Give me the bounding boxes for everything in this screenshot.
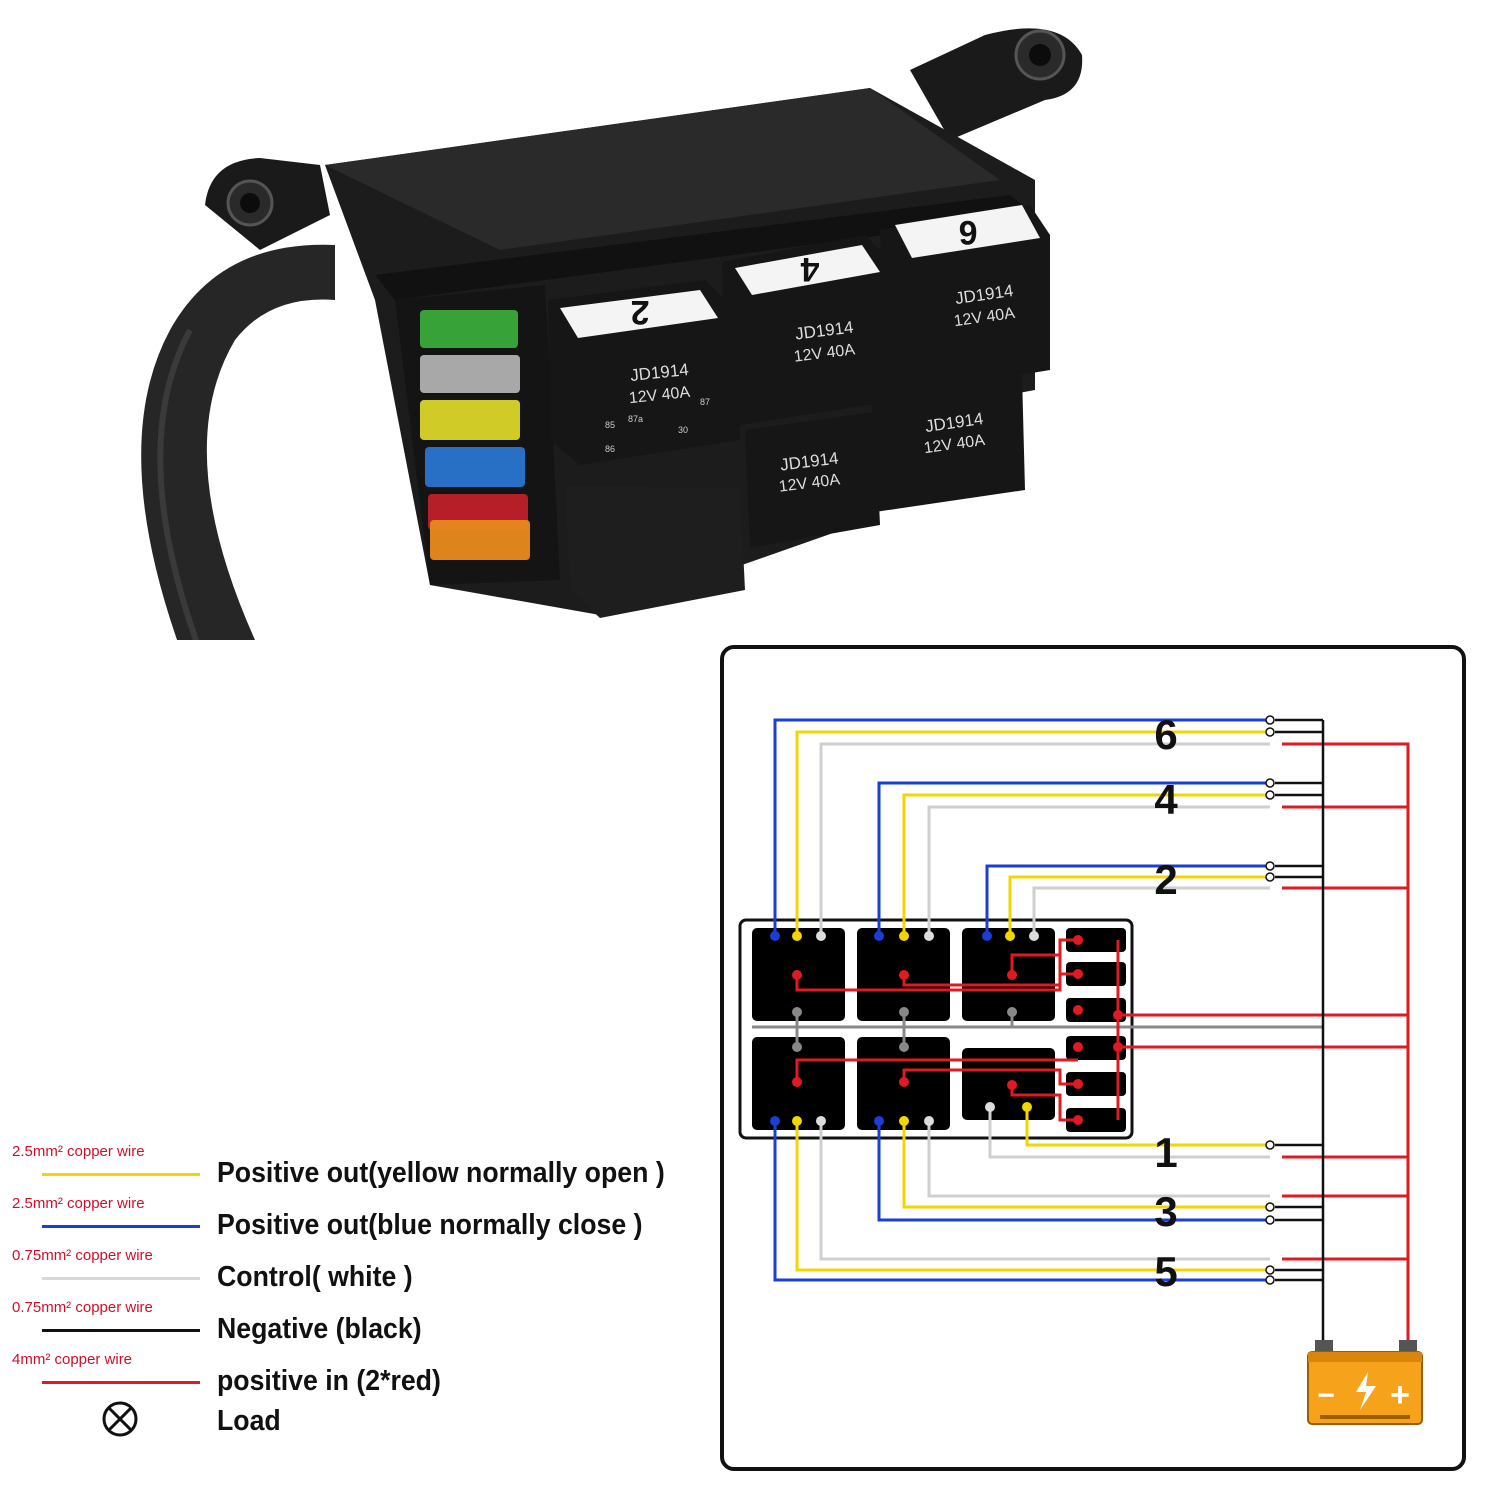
svg-text:86: 86 xyxy=(605,444,615,454)
yellow-wires xyxy=(795,730,1270,1272)
legend-blue: 2.5mm² copper wire Positive out(blue nor… xyxy=(0,1195,720,1247)
pin-dots xyxy=(770,931,1123,1126)
legend-spec: 0.75mm² copper wire xyxy=(12,1247,153,1264)
battery-icon: − + xyxy=(1307,1340,1423,1425)
output-label-5: 5 xyxy=(1154,1248,1177,1295)
output-label-3: 3 xyxy=(1154,1188,1177,1235)
legend-label: Positive out(yellow normally open ) xyxy=(217,1157,665,1189)
legend-swatch xyxy=(42,1329,200,1332)
fuse-slots xyxy=(1066,928,1126,1132)
relay-lower-right: JD1914 12V 40A xyxy=(872,375,1025,512)
legend-spec: 0.75mm² copper wire xyxy=(12,1299,153,1316)
control-wires xyxy=(819,742,1270,1261)
legend-swatch xyxy=(42,1225,200,1228)
relay-6: 6 JD1914 12V 40A xyxy=(880,205,1050,395)
legend-load: Load xyxy=(0,1399,720,1451)
product-photo: 2 JD1914 12V 40A 4 JD1914 12V 40A 6 JD19… xyxy=(141,28,1083,640)
output-label-1: 1 xyxy=(1154,1129,1177,1176)
svg-text:85: 85 xyxy=(605,420,615,430)
legend-label: Positive out(blue normally close ) xyxy=(217,1209,643,1241)
red-wires xyxy=(795,742,1410,1345)
mounting-ear-left xyxy=(205,158,330,250)
fuse-orange xyxy=(430,520,530,560)
legend-white: 0.75mm² copper wire Control( white ) xyxy=(0,1247,720,1299)
output-numbers: 6 4 2 1 3 5 xyxy=(1154,711,1178,1295)
svg-text:+: + xyxy=(1390,1376,1410,1414)
blue-wires xyxy=(773,718,1270,1282)
legend-spec: 2.5mm² copper wire xyxy=(12,1195,145,1212)
svg-text:6: 6 xyxy=(959,213,978,251)
legend-red: 4mm² copper wire positive in (2*red) xyxy=(0,1351,720,1403)
fuse-stack xyxy=(420,310,530,560)
svg-text:12V 40A: 12V 40A xyxy=(628,384,691,407)
wire-legend: 2.5mm² copper wire Positive out(yellow n… xyxy=(0,1135,720,1465)
legend-spec: 4mm² copper wire xyxy=(12,1351,133,1368)
legend-swatch xyxy=(42,1381,200,1384)
legend-label: Load xyxy=(217,1405,281,1437)
svg-text:30: 30 xyxy=(678,425,688,435)
fuse-yellow xyxy=(420,400,520,440)
blank-cover xyxy=(565,485,745,618)
fuse-clear xyxy=(420,355,520,393)
output-label-4: 4 xyxy=(1154,776,1178,823)
fuse-blue xyxy=(425,447,525,487)
svg-text:−: − xyxy=(1317,1379,1335,1412)
load-symbols xyxy=(1265,715,1275,1285)
legend-swatch xyxy=(42,1173,200,1176)
relay-2: 2 JD1914 12V 40A xyxy=(548,280,740,465)
output-label-2: 2 xyxy=(1154,856,1177,903)
relay-lower-middle: JD1914 12V 40A xyxy=(745,412,880,548)
negative-wires xyxy=(1275,718,1325,1345)
braided-harness xyxy=(141,244,335,640)
fuse-green xyxy=(420,310,518,348)
svg-text:4: 4 xyxy=(800,250,819,288)
load-icon xyxy=(102,1401,138,1437)
legend-black: 0.75mm² copper wire Negative (black) xyxy=(0,1299,720,1351)
legend-yellow: 2.5mm² copper wire Positive out(yellow n… xyxy=(0,1143,720,1195)
mounting-ear-right xyxy=(910,28,1083,141)
legend-label: Control( white ) xyxy=(217,1261,413,1293)
svg-text:2: 2 xyxy=(631,293,650,331)
legend-label: positive in (2*red) xyxy=(217,1365,441,1397)
output-label-6: 6 xyxy=(1154,711,1177,758)
legend-label: Negative (black) xyxy=(217,1313,422,1345)
relay-pin-legend: 85 86 87 30 87a xyxy=(605,397,710,454)
legend-swatch xyxy=(42,1277,200,1280)
svg-text:87a: 87a xyxy=(628,414,643,424)
relay-4: 4 JD1914 12V 40A xyxy=(722,235,900,425)
svg-text:87: 87 xyxy=(700,397,710,407)
ground-bus xyxy=(752,1012,1323,1047)
legend-spec: 2.5mm² copper wire xyxy=(12,1143,145,1160)
